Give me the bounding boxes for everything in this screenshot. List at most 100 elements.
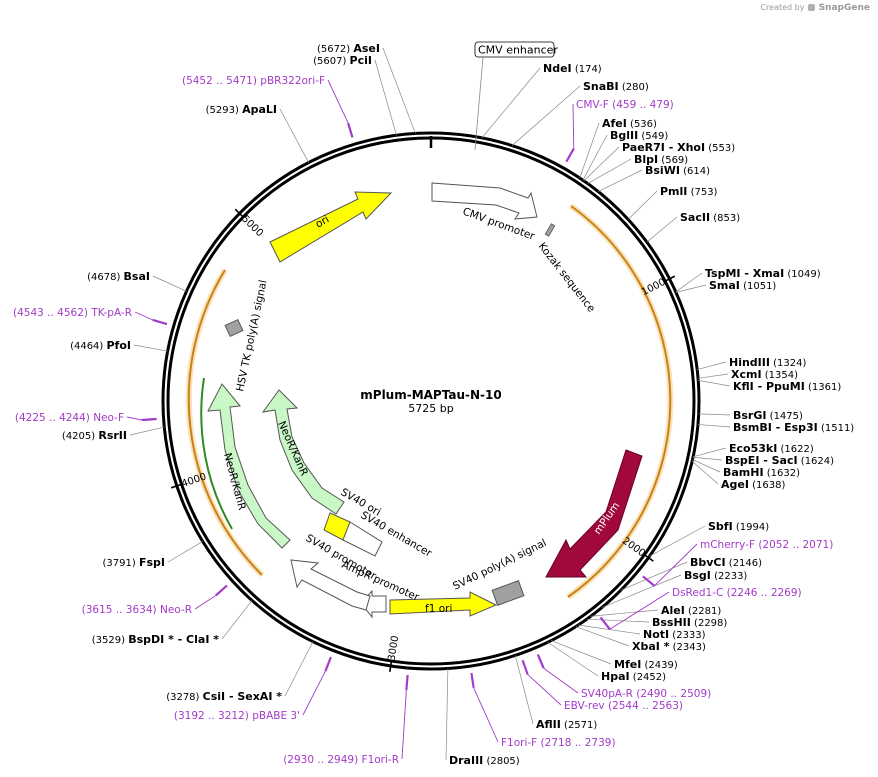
primer-range: (459 .. 479) [609, 99, 674, 111]
enzyme-position: (1361) [805, 382, 842, 393]
primer-dsred1-c[interactable]: DsRed1-C (2246 .. 2269) [672, 587, 802, 599]
primer-range: (2246 .. 2269) [723, 587, 801, 599]
enzyme-site-asei[interactable]: (5672) AseI [317, 42, 380, 55]
enzyme-name: NdeI [543, 62, 572, 75]
primer-neo-r[interactable]: (3615 .. 3634) Neo-R [82, 604, 192, 616]
primer-cmv-f[interactable]: CMV-F (459 .. 479) [576, 99, 674, 111]
primer-sv40pa-r[interactable]: SV40pA-R (2490 .. 2509) [581, 688, 711, 700]
enzyme-site-sbfi[interactable]: SbfI (1994) [708, 520, 769, 533]
enzyme-site-hpai[interactable]: HpaI (2452) [601, 670, 666, 683]
enzyme-site-csii-sexai[interactable]: (3278) CsiI - SexAI * [166, 690, 282, 703]
enzyme-site-bspdi-clai[interactable]: (3529) BspDI * - ClaI * [92, 633, 219, 646]
enzyme-site-kfli-ppumi[interactable]: KflI - PpuMI (1361) [733, 380, 841, 393]
enzyme-site-bsiwi[interactable]: BsiWI (614) [645, 164, 710, 177]
enzyme-leader-kfli-ppumi [698, 380, 731, 387]
enzyme-name: PfoI [107, 339, 132, 352]
enzyme-site-eco53ki[interactable]: Eco53kI (1622) [729, 442, 814, 455]
enzyme-site-apali[interactable]: (5293) ApaLI [206, 103, 277, 116]
primer-range: (5452 .. 5471) [182, 75, 260, 87]
tick-mark-2000 [643, 553, 654, 562]
primer-pbr322ori-f[interactable]: (5452 .. 5471) pBR322ori-F [182, 75, 325, 87]
primer-leader-f1ori-f [473, 687, 499, 743]
feature-sv40-enhancer-box [342, 521, 383, 557]
enzyme-site-xcmi[interactable]: XcmI (1354) [731, 368, 798, 381]
enzyme-site-bsai[interactable]: (4678) BsaI [87, 270, 150, 283]
primer-mark-f1ori-r [405, 674, 409, 691]
feature-neor-kanr-outer-arrow [207, 383, 291, 549]
enzyme-site-bsmbi-esp3i[interactable]: BsmBI - Esp3I (1511) [733, 421, 854, 434]
enzyme-leader-agei [691, 461, 719, 485]
primer-f1ori-r[interactable]: (2930 .. 2949) F1ori-R [283, 754, 399, 766]
enzyme-site-bbvci[interactable]: BbvCI (2146) [690, 556, 762, 569]
enzyme-site-mfei[interactable]: MfeI (2439) [614, 658, 678, 671]
primer-f1ori-f[interactable]: F1ori-F (2718 .. 2739) [501, 737, 616, 749]
enzyme-site-bspei-saci[interactable]: BspEI - SacI (1624) [725, 454, 834, 467]
feature-cmv-promoter-arrow [431, 182, 538, 220]
enzyme-site-aflii[interactable]: AflII (2571) [536, 718, 597, 731]
enzyme-site-blpi[interactable]: BlpI (569) [634, 153, 688, 166]
primer-neo-f[interactable]: (4225 .. 4244) Neo-F [15, 412, 124, 424]
snapgene-credit: Created by SnapGene [760, 3, 870, 13]
primer-name: pBABE 3' [252, 710, 300, 722]
enzyme-name: AleI [661, 604, 685, 617]
enzyme-position: (1638) [749, 480, 786, 491]
enzyme-site-rsrii[interactable]: (4205) RsrII [62, 429, 127, 442]
enzyme-name: BsgI [684, 569, 711, 582]
enzyme-position: (614) [680, 166, 710, 177]
enzyme-site-pmli[interactable]: PmlI (753) [660, 185, 718, 198]
enzyme-name: CsiI - SexAI * [203, 690, 283, 703]
enzyme-site-fspi[interactable]: (3791) FspI [103, 556, 165, 569]
enzyme-position: (753) [687, 187, 717, 198]
enzyme-position: (1475) [766, 411, 803, 422]
primer-range: (2544 .. 2563) [605, 700, 683, 712]
primer-leader-tk-pa-r [134, 311, 153, 321]
enzyme-name: SmaI [709, 279, 740, 292]
enzyme-leader-xbai [575, 626, 630, 647]
primer-mcherry-f[interactable]: mCherry-F (2052 .. 2071) [700, 539, 833, 551]
enzyme-site-smai[interactable]: SmaI (1051) [709, 279, 776, 292]
tick-mark-3000 [389, 659, 393, 673]
enzyme-site-pcii[interactable]: (5607) PciI [313, 54, 372, 67]
enzyme-site-hindiii[interactable]: HindIII (1324) [729, 356, 806, 369]
enzyme-site-alei[interactable]: AleI (2281) [661, 604, 721, 617]
enzyme-site-draiii[interactable]: DraIII (2805) [449, 754, 520, 767]
enzyme-site-agei[interactable]: AgeI (1638) [721, 478, 785, 491]
primer-ebv-rev[interactable]: EBV-rev (2544 .. 2563) [564, 700, 683, 712]
backbone-outer-ring [161, 131, 701, 671]
enzyme-site-sacii[interactable]: SacII (853) [680, 211, 740, 224]
enzyme-position: (5607) [313, 56, 349, 67]
enzyme-site-bsshii[interactable]: BssHII (2298) [652, 616, 727, 629]
enzyme-site-snabi[interactable]: SnaBI (280) [583, 80, 649, 93]
enzyme-leader-fspi [167, 541, 203, 563]
enzyme-position: (2298) [691, 618, 728, 629]
feature-hsv-tk-polya-box [224, 318, 244, 338]
enzyme-site-paer7i-xhoi[interactable]: PaeR7I - XhoI (553) [622, 141, 735, 154]
primer-tk-pa-r[interactable]: (4543 .. 4562) TK-pA-R [13, 307, 132, 319]
primer-name: F1ori-F [501, 737, 537, 749]
enzyme-site-xbai[interactable]: XbaI * (2343) [632, 640, 706, 653]
feature-kozak-box [544, 223, 556, 237]
enzyme-site-afei[interactable]: AfeI (536) [602, 117, 657, 130]
enzyme-site-noti[interactable]: NotI (2333) [643, 628, 706, 641]
enzyme-name: BssHII [652, 616, 691, 629]
primer-leader-cmv-f [572, 103, 575, 149]
enzyme-name: PciI [350, 54, 372, 67]
enzyme-site-bsgi[interactable]: BsgI (2233) [684, 569, 747, 582]
primer-pbabe-3[interactable]: (3192 .. 3212) pBABE 3' [174, 710, 300, 722]
enzyme-leader-xcmi [697, 373, 729, 379]
feature-kozak-label: Kozak sequence [536, 240, 598, 314]
enzyme-site-tspmi-xmai[interactable]: TspMI - XmaI (1049) [705, 267, 821, 280]
enzyme-leader-draiii [445, 668, 449, 761]
enzyme-position: (1994) [733, 522, 770, 533]
enzyme-site-bamhi[interactable]: BamHI (1632) [723, 466, 800, 479]
enzyme-site-bsrgi[interactable]: BsrGI (1475) [733, 409, 803, 422]
label-leaders [126, 47, 731, 761]
feature-mplum-arrow [545, 449, 643, 578]
primer-leader-pbabe-3 [302, 670, 326, 716]
enzyme-site-ndei[interactable]: NdeI (174) [543, 62, 602, 75]
primer-name: F1ori-R [362, 754, 399, 766]
feature-sv40-polya-box [491, 580, 525, 606]
primer-range: (4543 .. 4562) [13, 307, 91, 319]
enzyme-site-pfoi[interactable]: (4464) PfoI [70, 339, 131, 352]
enzyme-site-bglii[interactable]: BglII (549) [610, 129, 668, 142]
